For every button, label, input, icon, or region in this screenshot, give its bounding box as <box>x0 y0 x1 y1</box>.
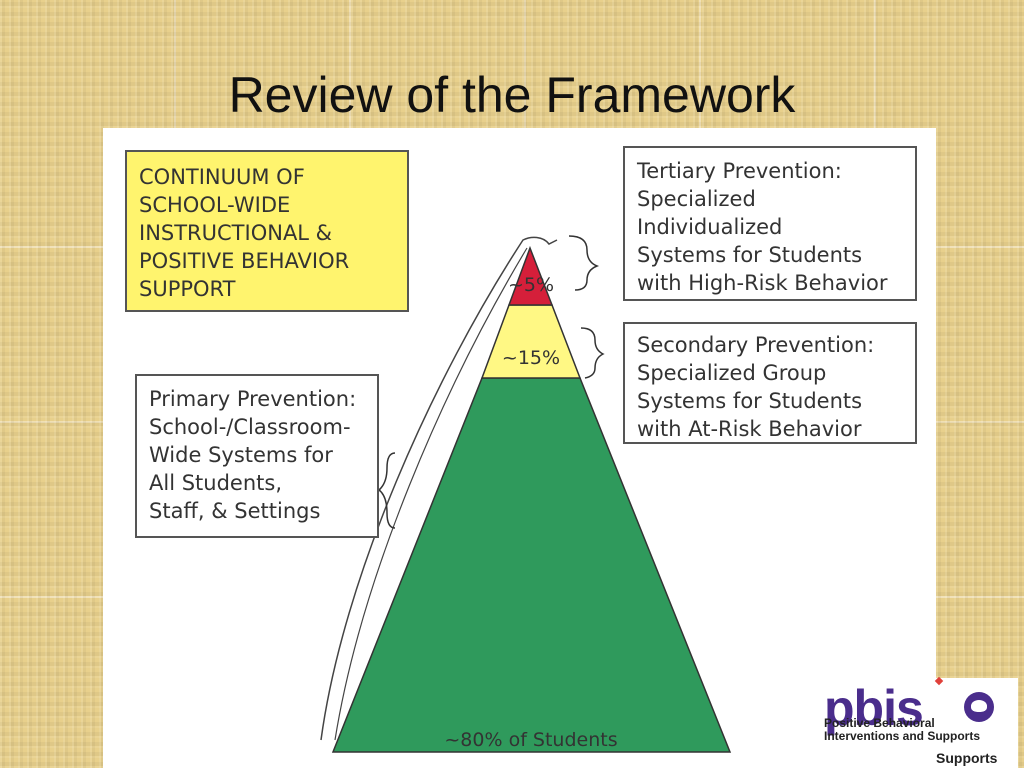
tertiary-line: Specialized <box>637 187 756 211</box>
continuum-line: SUPPORT <box>139 277 236 301</box>
brace-primary <box>377 452 396 529</box>
tertiary-line: Tertiary Prevention: <box>637 159 842 183</box>
primary-line: Staff, & Settings <box>149 499 321 523</box>
tier-label-primary: ~80% of Students <box>444 729 617 751</box>
tertiary-prevention-box: Tertiary Prevention: Specialized Individ… <box>623 146 917 301</box>
pyramid-diagram: ~5% ~15% ~80% of Students <box>320 235 732 753</box>
tertiary-line: Systems for Students <box>637 243 863 267</box>
primary-line: All Students, <box>149 471 282 495</box>
pbis-logo-mark-icon <box>964 692 994 722</box>
slide-title: Review of the Framework <box>228 67 796 123</box>
secondary-line: Specialized Group <box>637 361 827 385</box>
secondary-line: Systems for Students <box>637 389 863 413</box>
primary-prevention-box: Primary Prevention: School-/Classroom- W… <box>135 374 379 538</box>
pbis-wordmark: pbis <box>824 680 924 736</box>
primary-line: Wide Systems for <box>149 443 333 467</box>
brace-secondary <box>580 327 605 379</box>
pbis-partner-supports: Supports <box>936 750 998 766</box>
pbis-accent-icon <box>934 676 944 686</box>
continuum-line: CONTINUUM OF <box>139 165 305 189</box>
primary-line: School-/Classroom- <box>149 415 351 439</box>
pbis-tagline-2: Interventions and Supports <box>824 729 981 743</box>
diagram-panel: ~5% ~15% ~80% of Students CONTINUUM OF S… <box>103 128 936 768</box>
secondary-prevention-box: Secondary Prevention: Specialized Group … <box>623 322 917 444</box>
pbis-tagline-1: Positive Behavioral <box>824 716 935 730</box>
tertiary-line: Individualized <box>637 215 783 239</box>
pyramid-outline-inner <box>334 247 528 741</box>
continuum-line: INSTRUCTIONAL & <box>139 221 333 245</box>
brace-tertiary <box>568 235 600 291</box>
tertiary-line: with High-Risk Behavior <box>637 271 888 295</box>
tier-label-tertiary: ~5% <box>508 274 554 296</box>
pyramid-outline <box>320 236 558 741</box>
secondary-line: with At-Risk Behavior <box>637 417 862 441</box>
pbis-logo: pbis Positive Behavioral Interventions a… <box>818 676 1018 768</box>
continuum-box: CONTINUUM OF SCHOOL-WIDE INSTRUCTIONAL &… <box>125 150 409 312</box>
secondary-line: Secondary Prevention: <box>637 333 875 357</box>
primary-line: Primary Prevention: <box>149 387 357 411</box>
continuum-line: POSITIVE BEHAVIOR <box>139 249 350 273</box>
tier-label-secondary: ~15% <box>502 347 560 369</box>
pyramid-tier-tertiary <box>507 245 554 306</box>
continuum-line: SCHOOL-WIDE <box>139 193 291 217</box>
